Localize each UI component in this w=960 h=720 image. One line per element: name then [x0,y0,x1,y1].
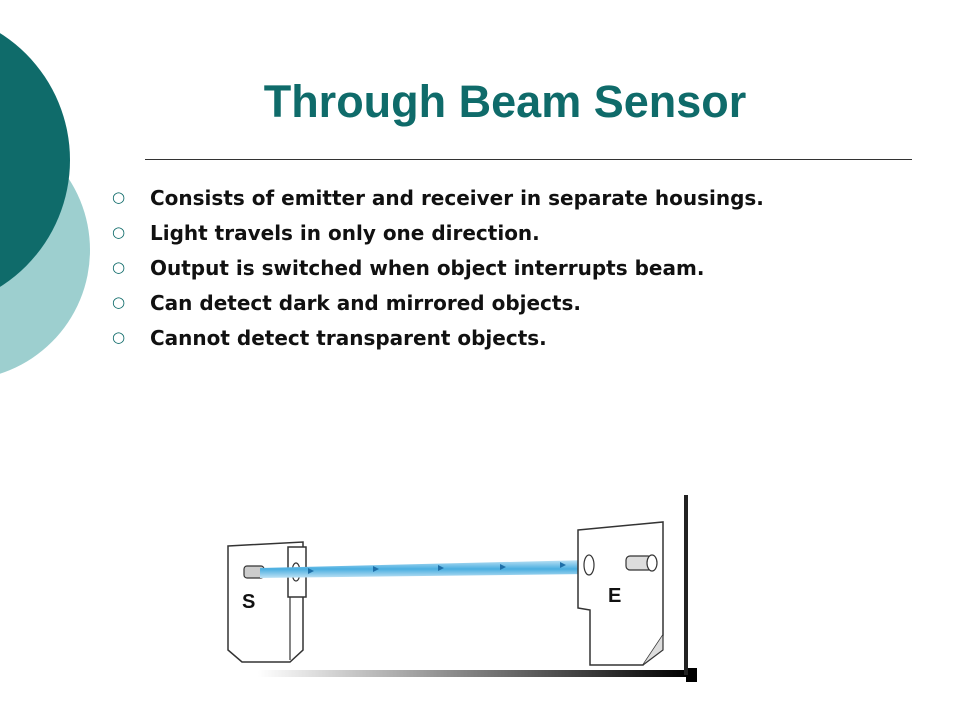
emitter-housing [577,521,664,666]
emitter-label: E [608,585,621,607]
bullet-text: Consists of emitter and receiver in sepa… [150,185,764,210]
bullet-text: Can detect dark and mirrored objects. [150,290,581,315]
beam-arrows [308,562,566,574]
floor-end-block [686,668,697,682]
bullet-item: ○ Consists of emitter and receiver in se… [112,180,932,215]
bullet-text: Output is switched when object interrupt… [150,255,705,280]
bullet-item: ○ Output is switched when object interru… [112,250,932,285]
bullet-text: Cannot detect transparent objects. [150,325,547,350]
decorative-circles [0,33,90,374]
circle-bullet-icon: ○ [112,293,126,311]
bullet-item: ○ Can detect dark and mirrored objects. [112,285,932,320]
circle-bullet-icon: ○ [112,188,126,206]
bullet-item: ○ Light travels in only one direction. [112,215,932,250]
bullet-text: Light travels in only one direction. [150,220,540,245]
through-beam-diagram: S E [227,495,697,682]
floor [258,670,688,677]
wall [684,495,688,675]
bullet-list: ○ Consists of emitter and receiver in se… [112,180,932,355]
sender-housing [227,541,307,663]
bullet-item: ○ Cannot detect transparent objects. [112,320,932,355]
dark-teal-circle [0,33,70,287]
circle-bullet-icon: ○ [112,258,126,276]
slide-title: Through Beam Sensor [263,76,747,127]
circle-bullet-icon: ○ [112,223,126,241]
light-beam [260,560,588,578]
sender-label: S [242,591,255,613]
circle-bullet-icon: ○ [112,328,126,346]
title-divider [145,159,912,160]
